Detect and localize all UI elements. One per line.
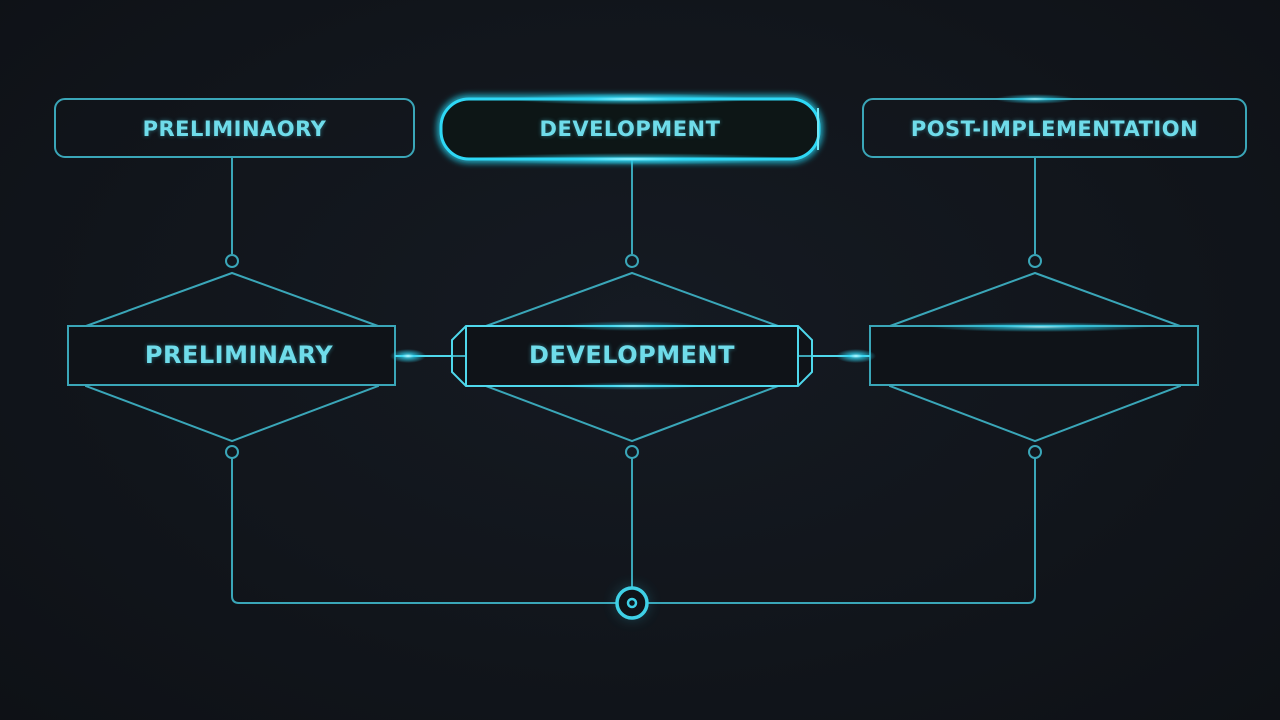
stage-label-post (870, 340, 1198, 370)
top-label-post-implementation: POST-IMPLEMENTATION (910, 117, 1199, 141)
connector-node-icon (1028, 254, 1042, 268)
target-node-icon[interactable] (615, 586, 649, 620)
link-preliminary-development (390, 349, 452, 363)
connector-node-icon (625, 254, 639, 268)
connector-node-icon (625, 445, 639, 459)
connector-node-icon (225, 254, 239, 268)
connector-node-icon (225, 445, 239, 459)
top-label-preliminaory: PRELIMINAORY (142, 117, 327, 141)
stage-box-preliminary[interactable] (67, 325, 396, 386)
connector-node-icon (1028, 445, 1042, 459)
link-development-post (812, 349, 876, 363)
stage-label-development: DEVELOPMENT (529, 341, 735, 369)
stage-label-preliminary: PRELIMINARY (144, 341, 334, 369)
top-box-development[interactable] (439, 93, 821, 165)
top-box-preliminaory[interactable] (54, 98, 415, 158)
top-label-development: DEVELOPMENT (539, 117, 721, 141)
